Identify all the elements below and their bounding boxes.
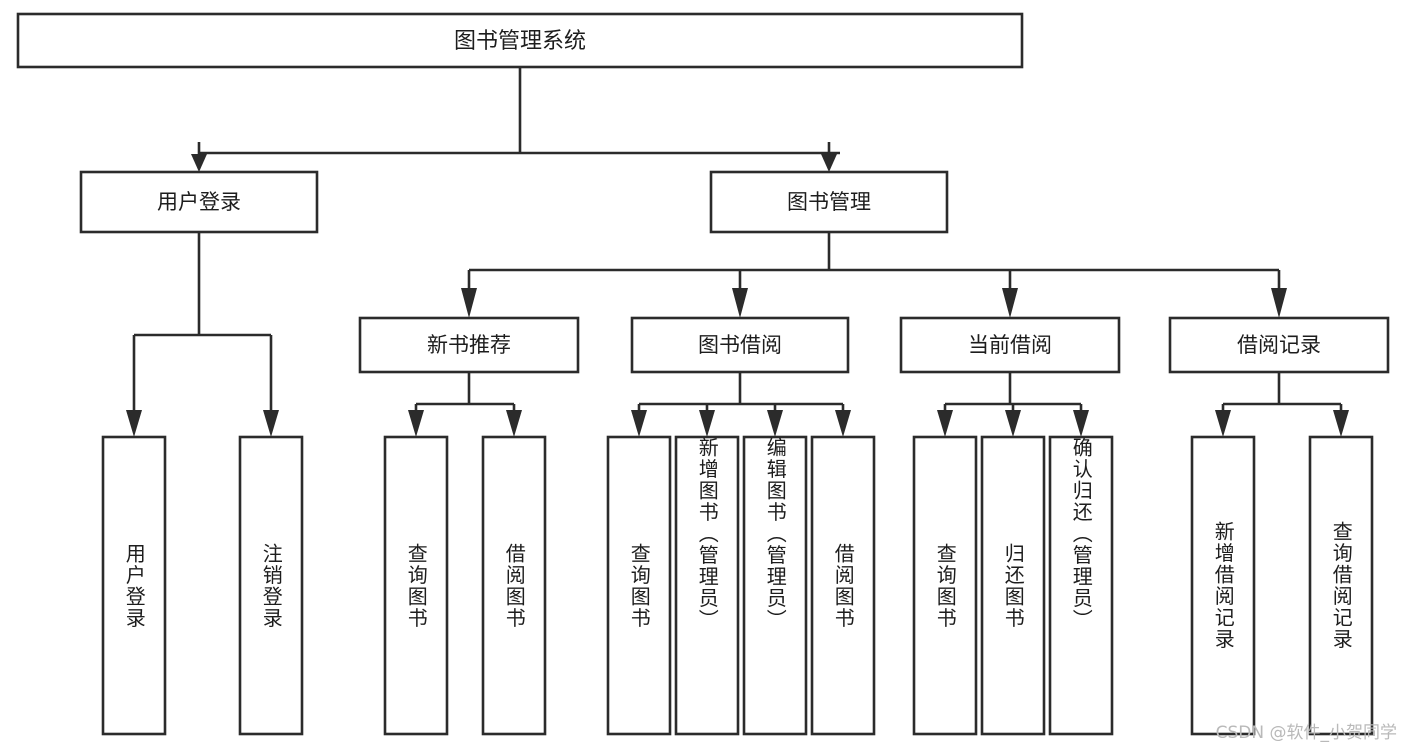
arrow-borrowrecord-leaf-2 — [1333, 410, 1349, 437]
node-label-book-management: 图书管理 — [787, 190, 871, 214]
node-box-current-borrow[interactable] — [899, 316, 1121, 374]
node-box-leaf-add-book-admin[interactable] — [674, 435, 740, 736]
connector-layer — [126, 66, 1349, 437]
node-box-root[interactable] — [16, 12, 1024, 69]
node-box-leaf-query-book-new[interactable] — [383, 435, 449, 736]
arrow-leaf-user-login — [126, 410, 142, 437]
node-label-borrow-record: 借阅记录 — [1237, 333, 1321, 357]
arrow-bookborrow-leaf-3 — [767, 410, 783, 437]
node-box-book-management[interactable] — [709, 170, 949, 234]
arrow-bookborrow-leaf-4 — [835, 410, 851, 437]
node-label-user-login: 用户登录 — [157, 190, 241, 214]
arrow-borrowrecord-leaf-1 — [1215, 410, 1231, 437]
node-box-leaf-return-book[interactable] — [980, 435, 1046, 736]
node-box-leaf-edit-book-admin[interactable] — [742, 435, 808, 736]
node-box-leaf-add-borrow-record[interactable] — [1190, 435, 1256, 736]
node-box-leaf-query-borrow-record[interactable] — [1308, 435, 1374, 736]
watermark-text: CSDN @软件_小贺同学 — [1215, 723, 1397, 743]
arrow-bookborrow-leaf-2 — [699, 410, 715, 437]
arrow-newbook-leaf-2 — [506, 410, 522, 437]
node-box-leaf-user-login[interactable] — [101, 435, 167, 736]
arrow-currentborrow-leaf-3 — [1073, 410, 1089, 437]
node-box-leaf-borrow-book-new[interactable] — [481, 435, 547, 736]
node-layer: 图书管理系统 用户登录 图书管理 新书推荐 图书借阅 当前借阅 借阅记录 — [16, 12, 1390, 736]
arrow-newbook-leaf-1 — [408, 410, 424, 437]
arrow-book-borrow — [732, 288, 748, 318]
node-label-book-borrow: 图书借阅 — [698, 333, 782, 357]
node-box-leaf-logout[interactable] — [238, 435, 304, 736]
node-label-new-book: 新书推荐 — [427, 333, 511, 357]
node-box-user-login[interactable] — [79, 170, 319, 234]
arrow-borrow-record — [1271, 288, 1287, 318]
arrow-currentborrow-leaf-1 — [937, 410, 953, 437]
node-label-root: 图书管理系统 — [454, 29, 586, 54]
node-box-new-book[interactable] — [358, 316, 580, 374]
arrow-book-mgmt — [821, 154, 837, 172]
node-box-book-borrow[interactable] — [630, 316, 850, 374]
arrow-user-login — [191, 154, 207, 172]
arrow-currentborrow-leaf-2 — [1005, 410, 1021, 437]
arrow-new-book — [461, 288, 477, 318]
arrow-bookborrow-leaf-1 — [631, 410, 647, 437]
node-box-leaf-query-book-borrow[interactable] — [606, 435, 672, 736]
node-box-leaf-query-book-current[interactable] — [912, 435, 978, 736]
node-box-leaf-borrow-book[interactable] — [810, 435, 876, 736]
node-label-current-borrow: 当前借阅 — [968, 333, 1052, 357]
arrow-leaf-logout — [263, 410, 279, 437]
arrow-current-borrow — [1002, 288, 1018, 318]
node-box-borrow-record[interactable] — [1168, 316, 1390, 374]
node-box-leaf-confirm-return-admin[interactable] — [1048, 435, 1114, 736]
